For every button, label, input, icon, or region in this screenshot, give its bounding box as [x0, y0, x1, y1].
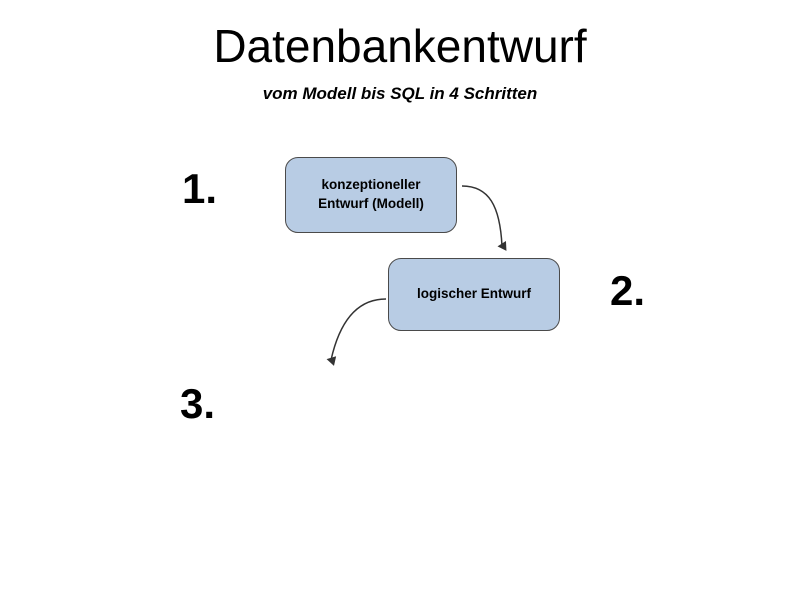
process-box-conceptual-design-label: konzeptioneller Entwurf (Modell): [318, 176, 424, 213]
box-label-line-1: konzeptioneller: [321, 177, 421, 193]
step-number-1: 1.: [182, 165, 218, 212]
process-box-conceptual-design[interactable]: konzeptioneller Entwurf (Modell): [285, 157, 457, 233]
arrow-logical-to-step-three: [326, 298, 387, 366]
page-subtitle: vom Modell bis SQL in 4 Schritten: [262, 84, 538, 103]
arrow-conceptual-to-logical: [461, 185, 507, 251]
page-title: Datenbankentwurf: [213, 20, 587, 72]
box-label-line-2: Entwurf (Modell): [318, 196, 424, 211]
process-box-logical-design-label: logischer Entwurf: [416, 286, 531, 302]
step-number-3: 3.: [180, 380, 216, 427]
process-box-logical-design[interactable]: logischer Entwurf: [388, 258, 560, 331]
step-number-2: 2.: [610, 267, 646, 314]
